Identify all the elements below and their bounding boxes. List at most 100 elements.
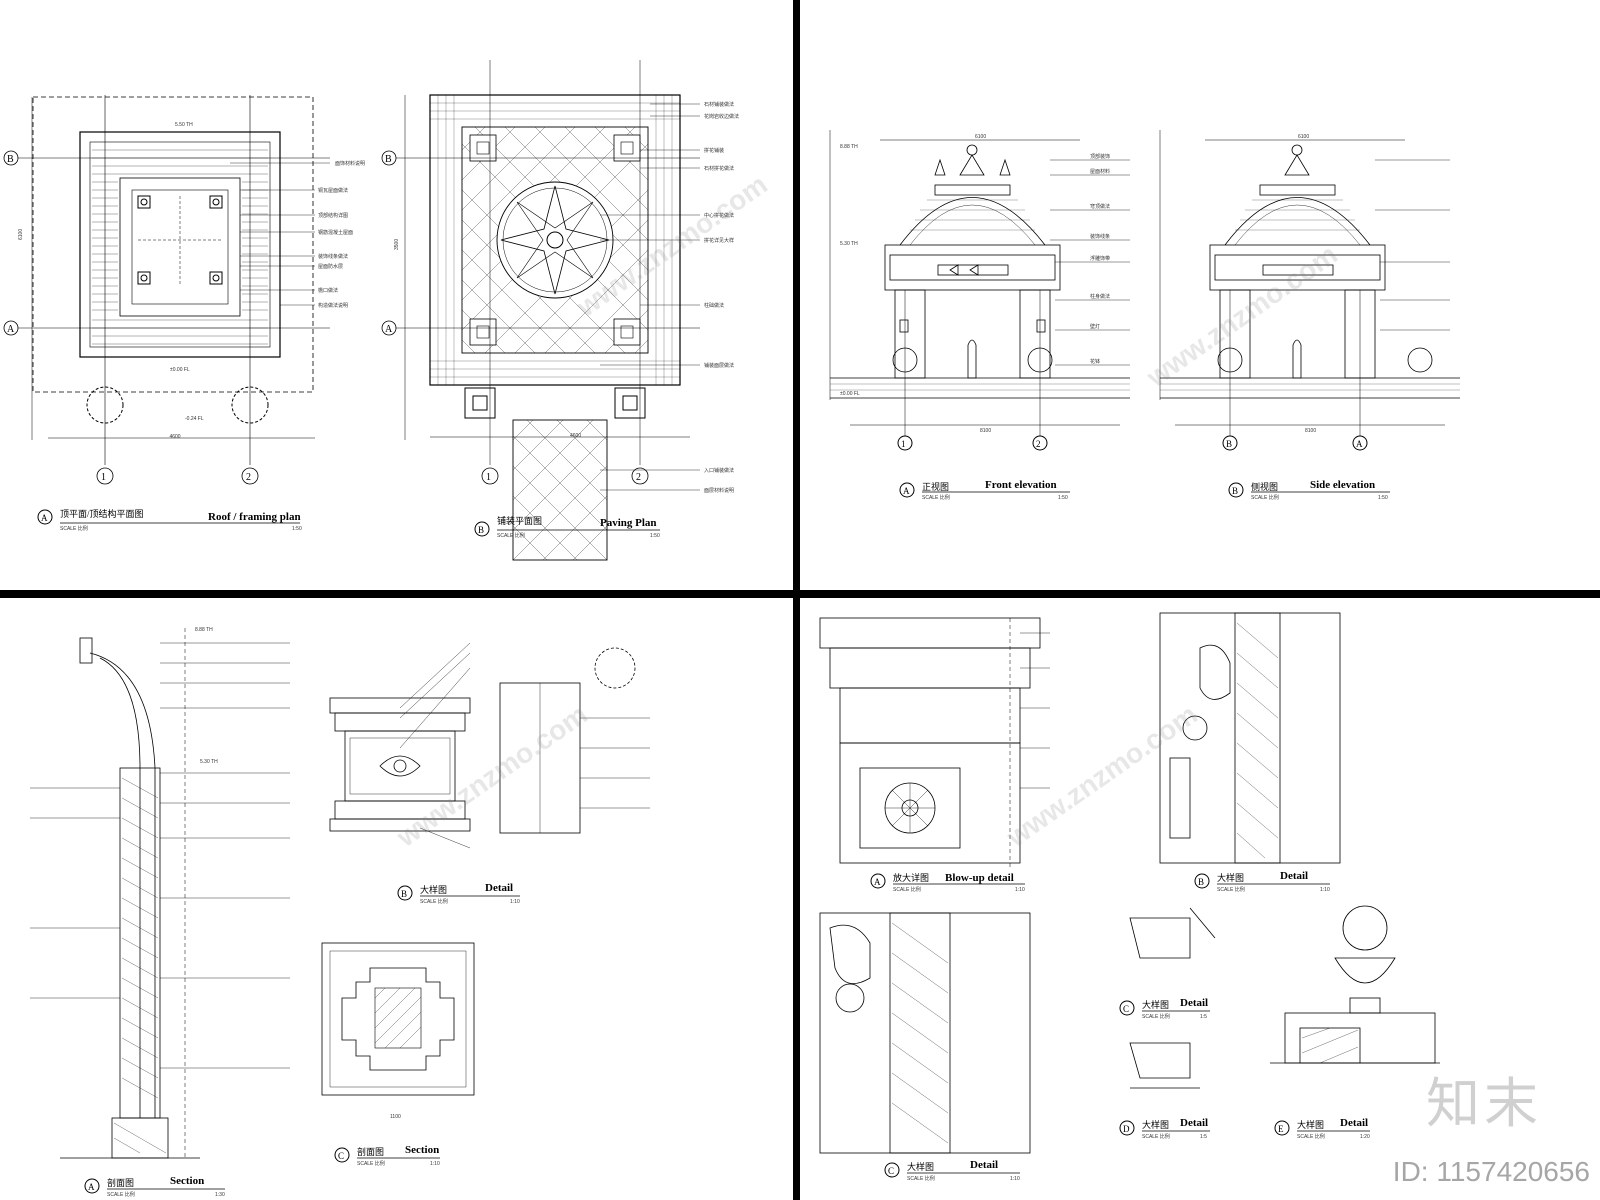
svg-text:入口铺装做法: 入口铺装做法: [704, 467, 734, 474]
roof-level-low: -0.24 FL: [185, 416, 204, 422]
side-grid-b: B: [1226, 439, 1232, 449]
sections-drawing: 5.30 TH 8.88 TH A 剖面图 Section SCALE 比例 1…: [30, 627, 650, 1198]
detail-c-tag: C: [888, 1166, 894, 1176]
detail-c-title-cn: 大样图: [907, 1161, 934, 1172]
blowup-a-scale-label: SCALE 比例: [893, 886, 921, 893]
side-elev-tag: B: [1232, 486, 1238, 496]
detail-d-tag: D: [1123, 1124, 1130, 1134]
roof-grid-b: B: [7, 154, 14, 165]
roof-level-floor: ±0.00 FL: [170, 367, 190, 373]
front-elev-scale-label: SCALE 比例: [922, 494, 950, 501]
svg-text:构造做法说明: 构造做法说明: [318, 302, 348, 309]
front-grid-1: 1: [901, 439, 906, 449]
svg-text:屋面防水层: 屋面防水层: [318, 263, 343, 270]
detail-b-title-cn: 大样图: [420, 884, 447, 895]
paving-dim-left: 3500: [394, 239, 400, 250]
paving-plan-scale-label: SCALE 比例: [497, 532, 525, 539]
svg-text:装饰线条: 装饰线条: [1090, 233, 1110, 240]
section-a-tag: A: [88, 1182, 95, 1192]
detail-d-scale: 1:5: [1200, 1134, 1207, 1140]
side-elev-title-en: Side elevation: [1310, 479, 1375, 491]
paving-grid-a: A: [385, 324, 393, 335]
roof-total-bottom: 4600: [169, 434, 180, 440]
paving-dim-bottom-total: 4600: [570, 433, 581, 439]
sheet-details: A 放大详图 Blow-up detail SCALE 比例 1:10 B 大样…: [800, 598, 1600, 1200]
front-level-floor: ±0.00 FL: [840, 391, 860, 397]
svg-text:顶部装饰: 顶部装饰: [1090, 153, 1110, 160]
sheet-elevations: 1 2 8.88 TH 5.30 TH ±0.00 FL 6100 8100 顶…: [800, 0, 1600, 590]
roof-level-top: 5.50 TH: [175, 122, 193, 128]
detail-b-scale-label: SCALE 比例: [420, 898, 448, 905]
roof-total-left: 6100: [18, 229, 24, 240]
front-elev-title-cn: 正视图: [922, 481, 949, 492]
watermark-logo: 知末: [1426, 1072, 1542, 1135]
svg-text:钢筋混凝土屋面: 钢筋混凝土屋面: [318, 229, 353, 236]
detail-c2-title-en: Detail: [1180, 997, 1208, 1009]
svg-text:顶部结构详图: 顶部结构详图: [318, 212, 348, 219]
svg-text:铺装面层做法: 铺装面层做法: [704, 362, 734, 369]
section-c-dim: 1100: [390, 1114, 401, 1120]
section-c-scale-label: SCALE 比例: [357, 1160, 385, 1167]
side-total-top: 6100: [1298, 134, 1309, 140]
svg-text:拼花铺装: 拼花铺装: [704, 147, 724, 154]
roof-grid-a: A: [7, 324, 15, 335]
detail-b2-scale: 1:10: [1320, 887, 1330, 893]
section-c-title-en: Section: [405, 1144, 439, 1156]
detail-b-scale: 1:10: [510, 899, 520, 905]
detail-b2-title-cn: 大样图: [1217, 872, 1244, 883]
svg-text:柱身做法: 柱身做法: [1090, 293, 1110, 300]
front-total-top: 6100: [975, 134, 986, 140]
detail-d-scale-label: SCALE 比例: [1142, 1133, 1170, 1140]
paving-grid-2: 2: [636, 472, 641, 483]
sheet-sections: 5.30 TH 8.88 TH A 剖面图 Section SCALE 比例 1…: [0, 598, 793, 1200]
svg-text:5.30 TH: 5.30 TH: [200, 759, 218, 765]
paving-grid-1: 1: [486, 472, 491, 483]
details-drawing: A 放大详图 Blow-up detail SCALE 比例 1:10 B 大样…: [819, 612, 1440, 1182]
roof-plan-title-en: Roof / framing plan: [208, 511, 301, 523]
svg-text:屋面材料: 屋面材料: [1090, 168, 1110, 175]
detail-b2-tag: B: [1198, 877, 1204, 887]
front-level-mid: 5.30 TH: [840, 241, 858, 247]
roof-plan-scale-label: SCALE 比例: [60, 525, 88, 532]
detail-b-title-en: Detail: [485, 882, 513, 894]
watermark-id: ID: 1157420656: [1392, 1156, 1590, 1187]
front-elev-scale: 1:50: [1058, 495, 1068, 501]
front-grid-2: 2: [1036, 439, 1041, 449]
detail-b-tag: B: [401, 889, 407, 899]
detail-c2-scale: 1:5: [1200, 1014, 1207, 1020]
paving-plan-title-cn: 铺装平面图: [497, 515, 542, 526]
blowup-a-tag: A: [874, 877, 881, 887]
svg-text:中心拼花做法: 中心拼花做法: [704, 212, 734, 219]
detail-e-scale-label: SCALE 比例: [1297, 1133, 1325, 1140]
paving-grid-b: B: [385, 154, 392, 165]
detail-d-title-cn: 大样图: [1142, 1119, 1169, 1130]
detail-c-scale: 1:10: [1010, 1176, 1020, 1182]
svg-text:装饰线条做法: 装饰线条做法: [318, 253, 348, 260]
svg-text:石材铺装做法: 石材铺装做法: [704, 101, 734, 108]
detail-c-title-en: Detail: [970, 1159, 998, 1171]
blowup-a-scale: 1:10: [1015, 887, 1025, 893]
svg-text:铜瓦屋面做法: 铜瓦屋面做法: [318, 187, 348, 194]
front-level-top: 8.88 TH: [840, 144, 858, 150]
section-a-title-en: Section: [170, 1175, 204, 1187]
section-a-scale: 1:30: [215, 1192, 225, 1198]
roof-plan-scale: 1:50: [292, 526, 302, 532]
svg-text:檐口做法: 檐口做法: [318, 287, 338, 294]
detail-e-scale: 1:20: [1360, 1134, 1370, 1140]
side-elev-scale: 1:50: [1378, 495, 1388, 501]
section-c-title-cn: 剖面图: [357, 1146, 384, 1157]
svg-text:花钵: 花钵: [1090, 358, 1100, 365]
paving-plan-title-en: Paving Plan: [600, 517, 657, 529]
paving-plan-scale: 1:50: [650, 533, 660, 539]
side-elev-title-cn: 侧视图: [1251, 481, 1278, 492]
side-grid-a: A: [1356, 439, 1363, 449]
elevations-drawing: 1 2 8.88 TH 5.30 TH ±0.00 FL 6100 8100 顶…: [829, 130, 1460, 501]
svg-text:浮雕饰带: 浮雕饰带: [1090, 255, 1110, 262]
side-total-bottom: 8100: [1305, 428, 1316, 434]
svg-text:柱础做法: 柱础做法: [704, 302, 724, 309]
sheet-plans: 面饰材料说明铜瓦屋面做法 顶部结构详图钢筋混凝土屋面 装饰线条做法屋面防水层 檐…: [0, 0, 793, 590]
svg-text:花岗岩收边做法: 花岗岩收边做法: [704, 113, 739, 120]
front-total-bottom: 8100: [980, 428, 991, 434]
detail-c2-scale-label: SCALE 比例: [1142, 1013, 1170, 1020]
